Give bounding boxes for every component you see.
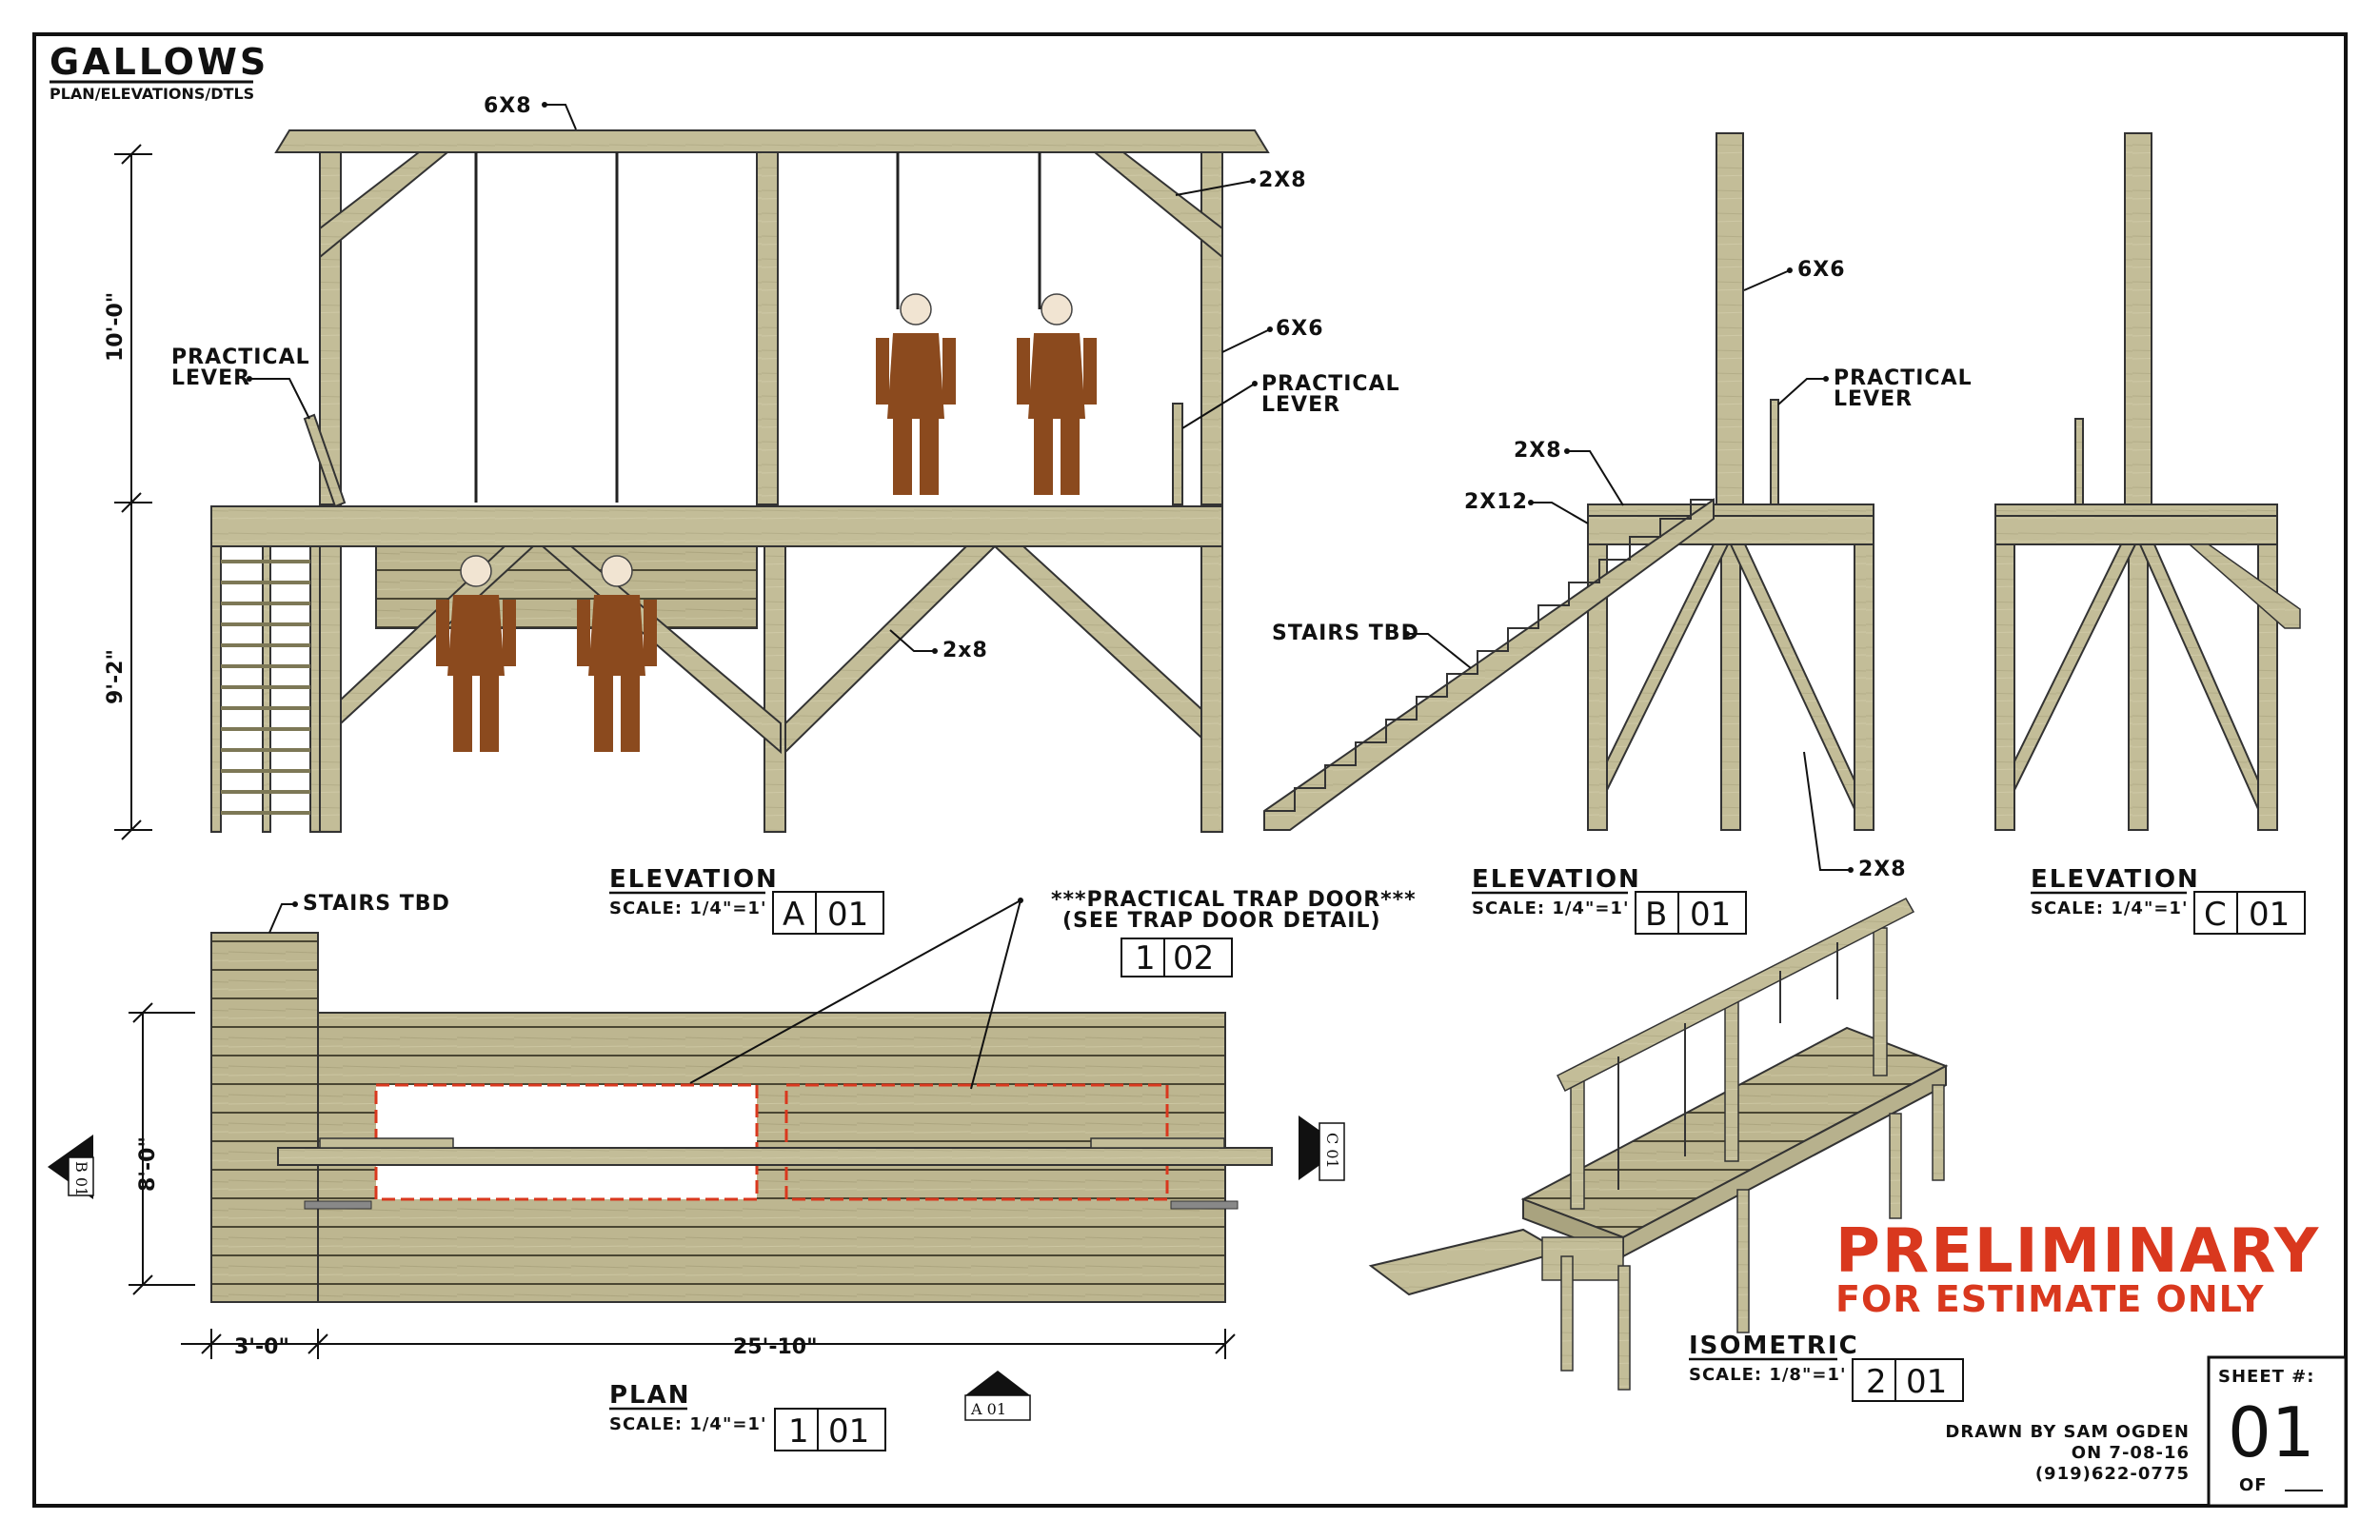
top-beam [274,129,1270,153]
label-b-joist: 2X8 [1514,439,1562,463]
label-b-brace: 2X8 [1858,858,1907,881]
label-brace-top: 2X8 [1259,168,1307,192]
elevation-c-drawing [1994,132,2301,831]
elevation-a-title: ELEVATION [609,865,779,894]
label-brace-mid: 2x8 [942,639,988,662]
sheet-title: GALLOWS [50,41,268,83]
elevation-b-ref-sheet: 01 [1690,896,1731,934]
plan-title-block: PLAN SCALE: 1/4"=1' 1 01 [609,1381,886,1451]
dim-plan-stair: 3'-0" [234,1335,289,1359]
elevation-c-ref-letter: C [2204,896,2227,934]
sheet-border [32,32,2348,1508]
elevation-b-title: ELEVATION [1472,865,1641,894]
marker-c: C 01 [1299,1116,1345,1181]
elevation-b-drawing: 6X6 PRACTICAL LEVER 2X8 2X12 STAIRS TBD … [1263,132,1973,881]
stair-steps [1264,499,1714,812]
isometric-drawing [1368,898,1949,1391]
title-block-top: GALLOWS PLAN/ELEVATIONS/DTLS [50,41,268,103]
elevation-b-ref-letter: B [1645,896,1667,934]
trap-ref-num: 1 [1135,939,1156,977]
marker-a-label: A 01 [970,1400,1006,1418]
plan-stair-block [210,932,319,1303]
label-plan-stairs: STAIRS TBD [303,892,450,916]
deck-band [210,505,1223,547]
sheet-number-label: SHEET #: [2218,1367,2314,1387]
elevation-a-dimensions [114,144,152,840]
stamp-line-1: PRELIMINARY [1835,1216,2320,1287]
drawn-phone: (919)622-0775 [2035,1464,2190,1484]
trap-ref-sheet: 02 [1173,939,1214,977]
marker-c-label: C 01 [1323,1133,1341,1169]
isometric-scale: SCALE: 1/8"=1' [1689,1365,1846,1385]
drawn-on: ON 7-08-16 [2072,1443,2190,1463]
plan-scale: SCALE: 1/4"=1' [609,1414,766,1434]
sheet-subtitle: PLAN/ELEVATIONS/DTLS [50,85,254,103]
label-lever-right-1: PRACTICAL [1261,372,1400,396]
plan-title: PLAN [609,1381,691,1410]
label-trap-note: (SEE TRAP DOOR DETAIL) [1062,909,1381,933]
label-lever-left-1: PRACTICAL [171,346,310,369]
elevation-a-scale: SCALE: 1/4"=1' [609,898,766,918]
label-b-stairs: STAIRS TBD [1272,622,1419,645]
dim-upper: 10'-0" [104,292,128,362]
marker-b-label: B 01 [72,1161,90,1196]
label-lever-right-2: LEVER [1261,393,1340,417]
dim-plan-length: 25'-10" [733,1335,818,1359]
post-right-upper [1200,151,1223,505]
dim-plan-depth: 8'-0" [136,1136,160,1192]
elevation-c-title: ELEVATION [2031,865,2200,894]
label-b-rim: 2X12 [1464,490,1528,514]
dim-lower: 9'-2" [104,649,128,704]
figure-hanging-1 [436,555,516,752]
elevation-a-ref-letter: A [783,896,804,934]
figure-standing-1 [876,293,956,495]
elevation-a-ref-sheet: 01 [827,896,868,934]
elevation-c-scale: SCALE: 1/4"=1' [2031,898,2188,918]
elevation-c-title-block: ELEVATION SCALE: 1/4"=1' C 01 [2031,865,2306,935]
elevation-b-title-block: ELEVATION SCALE: 1/4"=1' B 01 [1472,865,1747,935]
marker-a: A 01 [964,1371,1031,1421]
plan-drawing: STAIRS TBD ***PRACTICAL TRAP DOOR*** (SE… [48,888,1417,1421]
post-mid-upper [756,151,779,505]
drawn-by: DRAWN BY SAM OGDEN [1945,1422,2190,1442]
preliminary-stamp: PRELIMINARY FOR ESTIMATE ONLY [1835,1216,2320,1320]
label-b-post: 6X6 [1797,258,1846,282]
plan-ref-sheet: 01 [828,1412,869,1451]
label-lever-left-2: LEVER [171,366,250,390]
sheet-of: OF [2239,1475,2268,1495]
plan-ref-num: 1 [788,1412,809,1451]
sheet-number: 01 [2228,1392,2315,1472]
label-b-lever-1: PRACTICAL [1834,366,1973,390]
isometric-ref-sheet: 01 [1906,1363,1947,1401]
label-post: 6X6 [1276,317,1324,341]
label-beam: 6X8 [484,94,532,118]
elevation-a-title-block: ELEVATION SCALE: 1/4"=1' A 01 [609,865,884,935]
isometric-title-block: ISOMETRIC SCALE: 1/8"=1' 2 01 [1689,1332,1964,1402]
figure-hanging-2 [577,555,657,752]
elevation-b-scale: SCALE: 1/4"=1' [1472,898,1629,918]
label-trap: ***PRACTICAL TRAP DOOR*** [1051,888,1417,912]
elevation-a-drawing: 6X8 2X8 6X6 PRACTICAL LEVER PRACTICAL LE… [104,94,1400,840]
marker-b: B 01 [48,1135,94,1199]
sheet-number-block: SHEET #: 01 OF [2207,1355,2348,1508]
isometric-ref-num: 2 [1866,1363,1887,1401]
figure-standing-2 [1017,293,1097,495]
isometric-title: ISOMETRIC [1689,1332,1859,1360]
stamp-line-2: FOR ESTIMATE ONLY [1835,1278,2264,1320]
elevation-c-ref-sheet: 01 [2249,896,2290,934]
label-b-lever-2: LEVER [1834,387,1913,411]
stair-stringer [1263,498,1715,831]
drawn-by-block: DRAWN BY SAM OGDEN ON 7-08-16 (919)622-0… [1945,1422,2190,1484]
